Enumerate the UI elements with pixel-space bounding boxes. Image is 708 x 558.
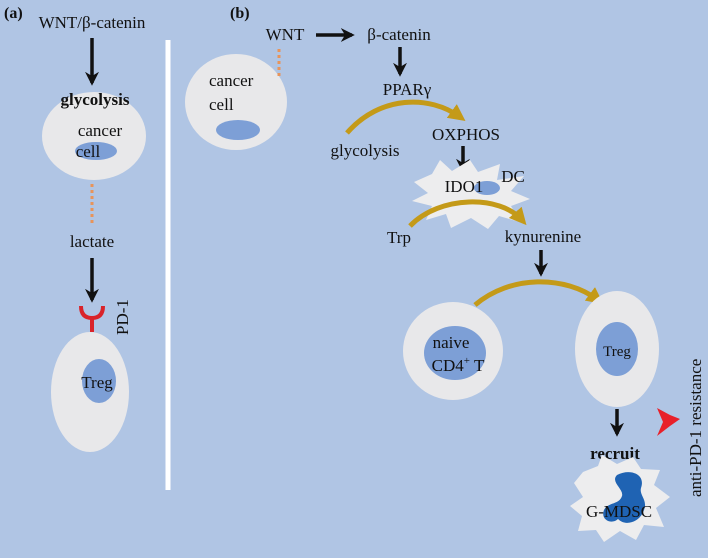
pd1-label: PD-1	[113, 299, 132, 335]
gold-arrow-glycolysis-to-oxphos	[345, 99, 466, 135]
dc-label: DC	[501, 167, 525, 186]
treg-label-a: Treg	[81, 373, 113, 392]
trp-label: Trp	[387, 228, 411, 247]
cd4-t-label: CD4+ T	[432, 355, 485, 375]
gold-arrow-trp-to-kynurenine	[408, 199, 527, 228]
cancer-cell-a-nucleus	[75, 142, 117, 160]
pd1-receptor-icon	[79, 305, 105, 321]
cd4-superscript: +	[464, 355, 470, 367]
cancer-label-b: cancer	[209, 71, 254, 90]
resistance-arrow-icon	[657, 408, 680, 436]
panel-b-tag: (b)	[230, 5, 250, 22]
cell-label-a: cell	[76, 142, 101, 161]
resistance-label: anti-PD-1 resistance	[686, 359, 705, 497]
cd4-text: CD4	[432, 356, 465, 375]
naive-t-cell-nucleus	[424, 326, 486, 380]
dendritic-cell-nucleus	[474, 181, 500, 195]
dendritic-cell	[412, 160, 530, 229]
lactate-label: lactate	[70, 232, 114, 251]
treg-label-b: Treg	[603, 344, 631, 360]
glycolysis-label-b: glycolysis	[331, 141, 400, 160]
gold-arrow-naive-to-treg	[473, 279, 604, 307]
gmdsc-cell	[570, 455, 670, 542]
cancer-cell-b-nucleus	[216, 120, 260, 140]
oxphos-label: OXPHOS	[432, 125, 500, 144]
ido1-label: IDO1	[445, 177, 484, 196]
naive-label: naive	[433, 333, 470, 352]
kynurenine-label: kynurenine	[505, 227, 581, 246]
beta-catenin-label: β-catenin	[367, 25, 431, 44]
ppar-gamma-label: PPARγ	[383, 80, 432, 99]
cancer-label-a: cancer	[78, 121, 123, 140]
t-cell-suffix: T	[470, 356, 485, 375]
cancer-cell-a	[42, 92, 146, 180]
treg-cell-a-nucleus	[82, 359, 116, 403]
cancer-cell-b	[185, 54, 287, 150]
wnt-beta-catenin-label: WNT/β-catenin	[39, 13, 146, 32]
treg-cell-b-nucleus	[596, 322, 638, 376]
cell-label-b: cell	[209, 95, 234, 114]
glycolysis-label-a: glycolysis	[61, 90, 130, 109]
wnt-label: WNT	[266, 25, 305, 44]
panel-a-tag: (a)	[4, 5, 23, 22]
gmdsc-nucleus-icon	[603, 472, 646, 523]
gmdsc-label: G-MDSC	[586, 502, 652, 521]
